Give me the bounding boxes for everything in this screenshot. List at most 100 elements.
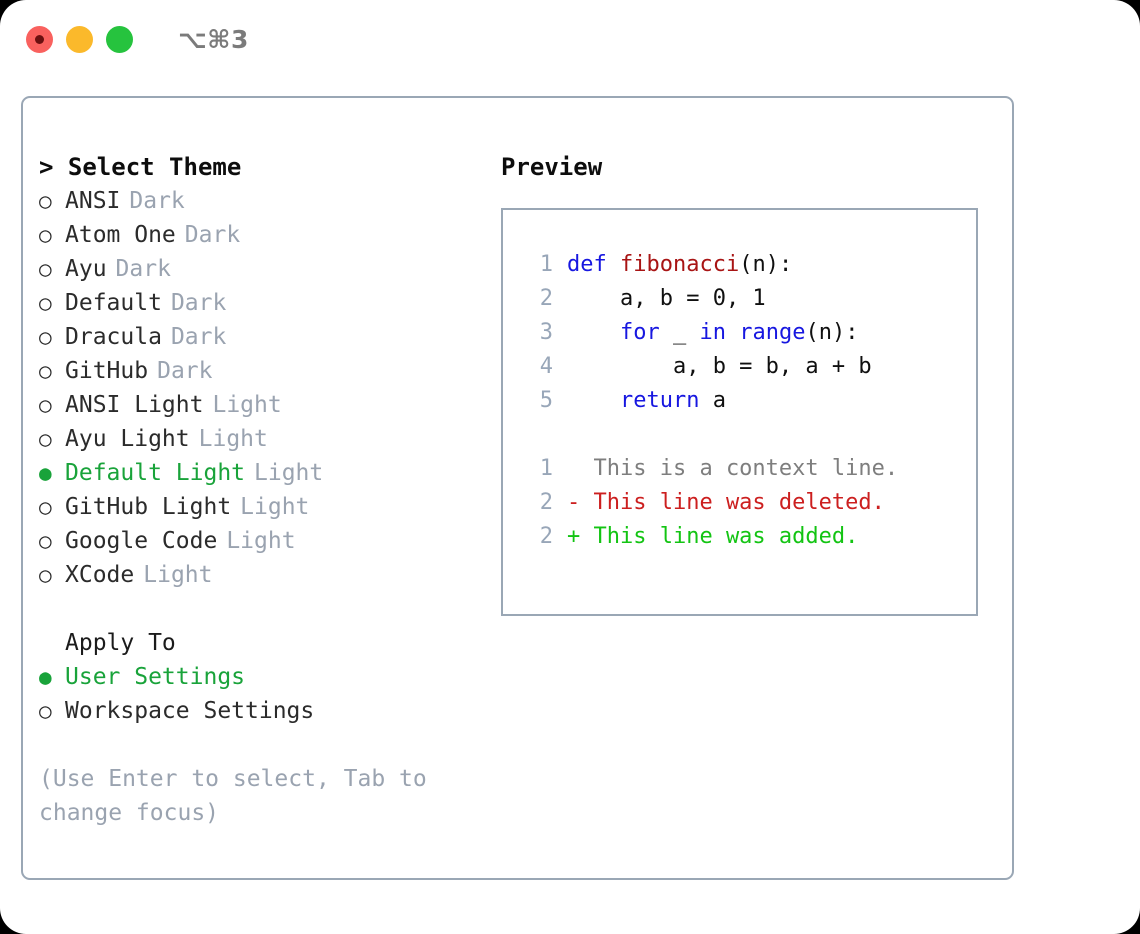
radio-unselected-icon: ○ xyxy=(39,325,52,349)
code-line-number: 1 xyxy=(539,252,553,277)
apply-to-option-workspace-settings[interactable]: ○ Workspace Settings xyxy=(39,694,479,728)
minimize-button[interactable] xyxy=(66,25,93,53)
theme-option-variant: Light xyxy=(254,460,324,486)
theme-option-dracula[interactable]: ○ Dracula Dark xyxy=(39,320,479,354)
diff-line-content: + This line was added. xyxy=(567,524,859,549)
diff-line-number: 2 xyxy=(539,524,553,549)
code-line-content: a, b = b, a + b xyxy=(567,350,872,384)
radio-unselected-icon: ○ xyxy=(39,529,52,553)
code-token-kw: in xyxy=(699,320,726,345)
code-line: 5 return a xyxy=(517,384,976,418)
radio-unselected-icon: ○ xyxy=(39,189,52,213)
code-token-plain: _ xyxy=(659,320,700,345)
radio-unselected-icon: ○ xyxy=(39,359,52,383)
zoom-button[interactable] xyxy=(106,25,133,53)
theme-option-variant: Dark xyxy=(184,222,241,248)
theme-option-google-code[interactable]: ○ Google Code Light xyxy=(39,524,479,558)
theme-option-atom-one[interactable]: ○ Atom One Dark xyxy=(39,218,479,252)
window-titlebar: ⌥⌘3 xyxy=(0,0,1140,78)
code-token-kw: def xyxy=(567,252,620,277)
radio-unselected-icon: ○ xyxy=(39,495,52,519)
theme-option-label: GitHub xyxy=(65,358,149,384)
code-token-plain xyxy=(567,388,620,413)
theme-option-label: Google Code xyxy=(65,528,218,554)
code-token-plain: a, b = 0, 1 xyxy=(567,286,766,311)
code-line-number: 2 xyxy=(539,286,553,311)
theme-option-label: Default xyxy=(65,290,162,316)
theme-option-variant: Light xyxy=(240,494,310,520)
theme-option-label: XCode xyxy=(65,562,135,588)
code-line: 2 a, b = 0, 1 xyxy=(517,282,976,316)
apply-to-option-user-settings[interactable]: ● User Settings xyxy=(39,660,479,694)
theme-option-label: Atom One xyxy=(65,222,176,248)
code-line-content: for _ in range(n): xyxy=(567,316,858,350)
theme-option-github[interactable]: ○ GitHub Dark xyxy=(39,354,479,388)
code-line: 4 a, b = b, a + b xyxy=(517,350,976,384)
apply-to-list: ● User Settings ○ Workspace Settings xyxy=(39,660,479,728)
theme-option-ayu-light[interactable]: ○ Ayu Light Light xyxy=(39,422,479,456)
close-icon xyxy=(35,34,44,44)
theme-option-variant: Light xyxy=(212,392,282,418)
radio-unselected-icon: ○ xyxy=(39,257,52,281)
code-token-plain: a xyxy=(699,388,726,413)
code-token-fn: fibonacci xyxy=(619,252,740,277)
theme-option-label: Ayu Light xyxy=(65,426,190,452)
theme-option-variant: Light xyxy=(226,528,296,554)
diff-line-ctx: 1 This is a context line. xyxy=(517,452,976,486)
code-token-plain: (n): xyxy=(739,252,793,277)
radio-selected-icon: ● xyxy=(39,665,52,689)
code-line-number: 5 xyxy=(539,388,553,413)
apply-to-option-label: User Settings xyxy=(65,664,246,690)
radio-unselected-icon: ○ xyxy=(39,427,52,451)
theme-option-ayu[interactable]: ○ Ayu Dark xyxy=(39,252,479,286)
code-token-plain xyxy=(567,320,620,345)
radio-unselected-icon: ○ xyxy=(39,223,52,247)
diff-line-del: 2- This line was deleted. xyxy=(517,486,976,520)
code-token-kw: for xyxy=(619,320,660,345)
apply-to-option-label: Workspace Settings xyxy=(65,698,315,724)
code-line-number: 3 xyxy=(539,320,553,345)
code-token-kw: range xyxy=(739,320,806,345)
theme-option-label: Dracula xyxy=(65,324,162,350)
preview-heading: Preview xyxy=(501,153,603,181)
close-button[interactable] xyxy=(26,25,53,53)
theme-option-variant: Dark xyxy=(129,188,185,214)
diff-line-content: This is a context line. xyxy=(567,456,899,481)
theme-option-variant: Light xyxy=(198,426,268,452)
radio-unselected-icon: ○ xyxy=(39,291,52,315)
theme-option-variant: Dark xyxy=(170,324,227,350)
diff-sample: 1 This is a context line.2- This line wa… xyxy=(517,452,976,554)
diff-line-content: - This line was deleted. xyxy=(567,490,885,515)
theme-option-label: Ayu xyxy=(65,256,107,282)
radio-unselected-icon: ○ xyxy=(39,699,52,723)
select-theme-heading: > Select Theme xyxy=(39,153,242,181)
code-token-plain: a, b = b, a + b xyxy=(567,354,872,379)
theme-option-variant: Dark xyxy=(115,256,171,282)
keyboard-shortcut-label: ⌥⌘3 xyxy=(178,24,249,54)
code-token-kw: return xyxy=(619,388,700,413)
diff-line-add: 2 + This line was added. xyxy=(517,520,976,554)
code-line: 3 for _ in range(n): xyxy=(517,316,976,350)
radio-unselected-icon: ○ xyxy=(39,563,52,587)
keyboard-hint-text: (Use Enter to select, Tab to change focu… xyxy=(39,766,427,826)
code-token-plain: (n): xyxy=(805,320,859,345)
code-line-content: def fibonacci(n): xyxy=(567,248,792,282)
code-token-plain xyxy=(726,320,739,345)
code-line-number: 4 xyxy=(539,354,553,379)
theme-option-label: ANSI Light xyxy=(65,392,204,418)
theme-option-variant: Dark xyxy=(157,358,213,384)
code-line: 1 def fibonacci(n): xyxy=(517,248,976,282)
